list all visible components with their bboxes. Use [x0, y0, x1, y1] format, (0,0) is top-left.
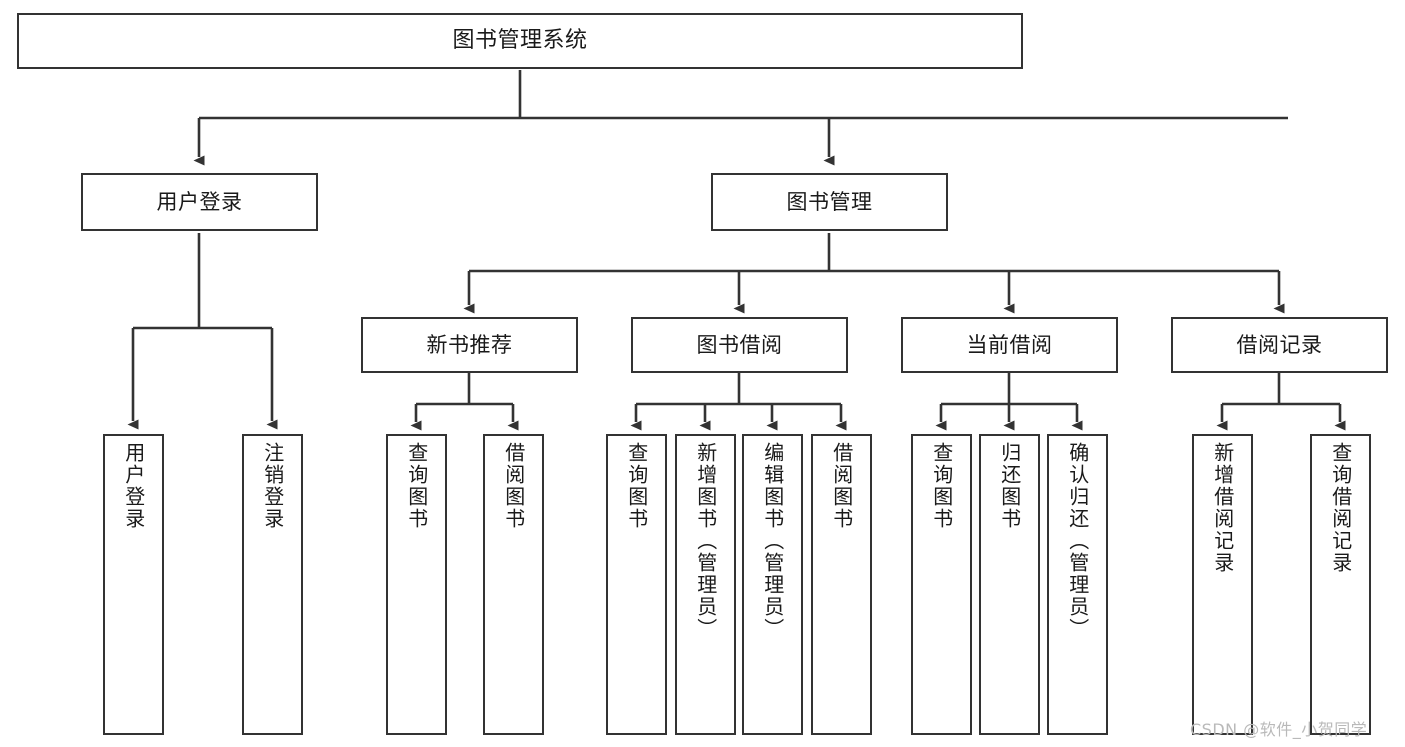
node-current-borrow[interactable]: 当前借阅 [901, 317, 1118, 373]
node-borrow-record[interactable]: 借阅记录 [1171, 317, 1388, 373]
node-leaf-query-record[interactable]: 查询借阅记录 [1310, 434, 1371, 735]
node-leaf-borrow-book-1[interactable]: 借阅图书 [483, 434, 544, 735]
node-leaf-edit-book-label: 编辑图书（管理员） [760, 442, 785, 640]
csdn-watermark: CSDN @软件_小贺同学 [1190, 720, 1368, 739]
node-new-book-recommend-label: 新书推荐 [426, 332, 513, 357]
node-leaf-edit-book[interactable]: 编辑图书（管理员） [742, 434, 803, 735]
node-leaf-add-book-label: 新增图书（管理员） [693, 442, 718, 640]
node-leaf-query-book-3-label: 查询图书 [929, 442, 954, 530]
node-root-system-label: 图书管理系统 [452, 27, 588, 53]
node-leaf-query-book-1-label: 查询图书 [404, 442, 429, 530]
node-leaf-user-login-label: 用户登录 [121, 442, 146, 530]
node-leaf-borrow-book-2[interactable]: 借阅图书 [811, 434, 872, 735]
node-leaf-return-book[interactable]: 归还图书 [979, 434, 1040, 735]
node-book-borrow-label: 图书借阅 [696, 332, 783, 357]
node-leaf-borrow-book-1-label: 借阅图书 [501, 442, 526, 530]
node-leaf-logout-login-label: 注销登录 [260, 442, 285, 530]
node-book-management[interactable]: 图书管理 [711, 173, 948, 231]
node-leaf-query-book-1[interactable]: 查询图书 [386, 434, 447, 735]
node-current-borrow-label: 当前借阅 [966, 332, 1053, 357]
node-leaf-confirm-return[interactable]: 确认归还（管理员） [1047, 434, 1108, 735]
node-leaf-query-record-label: 查询借阅记录 [1328, 442, 1353, 574]
node-book-management-label: 图书管理 [786, 189, 873, 214]
node-leaf-return-book-label: 归还图书 [997, 442, 1022, 530]
node-book-borrow[interactable]: 图书借阅 [631, 317, 848, 373]
node-leaf-add-record-label: 新增借阅记录 [1210, 442, 1235, 574]
node-leaf-add-record[interactable]: 新增借阅记录 [1192, 434, 1253, 735]
node-leaf-query-book-2-label: 查询图书 [624, 442, 649, 530]
node-leaf-confirm-return-label: 确认归还（管理员） [1065, 442, 1090, 640]
node-leaf-query-book-3[interactable]: 查询图书 [911, 434, 972, 735]
node-user-login-label: 用户登录 [156, 189, 243, 214]
node-user-login[interactable]: 用户登录 [81, 173, 318, 231]
node-leaf-borrow-book-2-label: 借阅图书 [829, 442, 854, 530]
node-borrow-record-label: 借阅记录 [1236, 332, 1323, 357]
node-leaf-user-login[interactable]: 用户登录 [103, 434, 164, 735]
node-leaf-query-book-2[interactable]: 查询图书 [606, 434, 667, 735]
node-root-system[interactable]: 图书管理系统 [17, 13, 1023, 69]
node-leaf-add-book[interactable]: 新增图书（管理员） [675, 434, 736, 735]
node-leaf-logout-login[interactable]: 注销登录 [242, 434, 303, 735]
node-new-book-recommend[interactable]: 新书推荐 [361, 317, 578, 373]
